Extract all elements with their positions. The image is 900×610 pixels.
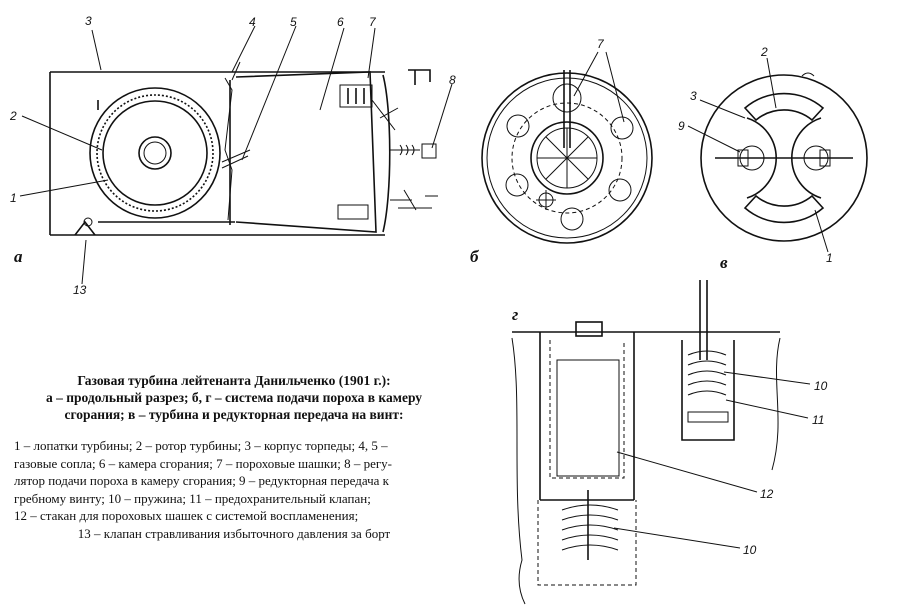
panel-label-b: б [470, 247, 480, 266]
label-v-1: 1 [826, 251, 833, 265]
panel-a-longitudinal-section [49, 61, 438, 236]
label-g-10-top: 10 [814, 379, 828, 393]
panel-g-powder-cup [511, 280, 781, 605]
label-4: 4 [249, 15, 256, 29]
panel-v-leaders [687, 57, 829, 253]
label-7: 7 [369, 15, 377, 29]
label-v-2: 2 [760, 45, 768, 59]
panel-g-leaders [613, 371, 811, 549]
figure-caption: Газовая турбина лейтенанта Данильченко (… [14, 372, 454, 542]
legend-line: газовые сопла; 6 – камера сгорания; 7 – … [14, 455, 392, 471]
label-v-3: 3 [690, 89, 697, 103]
panel-v-reduction-gear [700, 72, 868, 242]
legend-line: 1 – лопатки турбины; 2 – ротор турбины; … [14, 438, 388, 453]
legend-line: лятор подачи пороха в камеру сгорания; 9… [14, 473, 389, 488]
panel-a-leaders [19, 25, 453, 285]
label-g-10-bottom: 10 [743, 543, 757, 557]
label-b-7: 7 [597, 37, 605, 51]
label-g-12: 12 [760, 487, 774, 501]
label-1: 1 [10, 191, 17, 205]
caption-title-line: а – продольный разрез; б, г – система по… [45, 390, 423, 405]
panel-label-v: в [720, 253, 728, 272]
label-13: 13 [73, 283, 87, 297]
caption-title-line: сгорания; в – турбина и редукторная пере… [64, 407, 404, 422]
panel-b-leaders [573, 51, 625, 123]
legend-line: гребному винту; 10 – пружина; 11 – предо… [14, 490, 371, 506]
label-5: 5 [290, 15, 297, 29]
legend-line: 13 – клапан стравливания избыточного дав… [77, 525, 391, 541]
label-2: 2 [9, 109, 17, 123]
caption-legend: 1 – лопатки турбины; 2 – ротор турбины; … [14, 437, 454, 542]
legend-line: 12 – стакан для пороховых шашек с систем… [14, 508, 359, 523]
caption-title: Газовая турбина лейтенанта Данильченко (… [14, 372, 454, 423]
panel-label-g: г [512, 305, 518, 324]
panel-b-powder-feed [481, 70, 653, 244]
label-8: 8 [449, 73, 456, 87]
panel-label-a: а [14, 247, 23, 266]
caption-title-line: Газовая турбина лейтенанта Данильченко (… [77, 373, 391, 388]
label-v-9: 9 [678, 119, 685, 133]
label-3: 3 [85, 14, 92, 28]
label-g-11: 11 [812, 413, 824, 427]
label-6: 6 [337, 15, 344, 29]
